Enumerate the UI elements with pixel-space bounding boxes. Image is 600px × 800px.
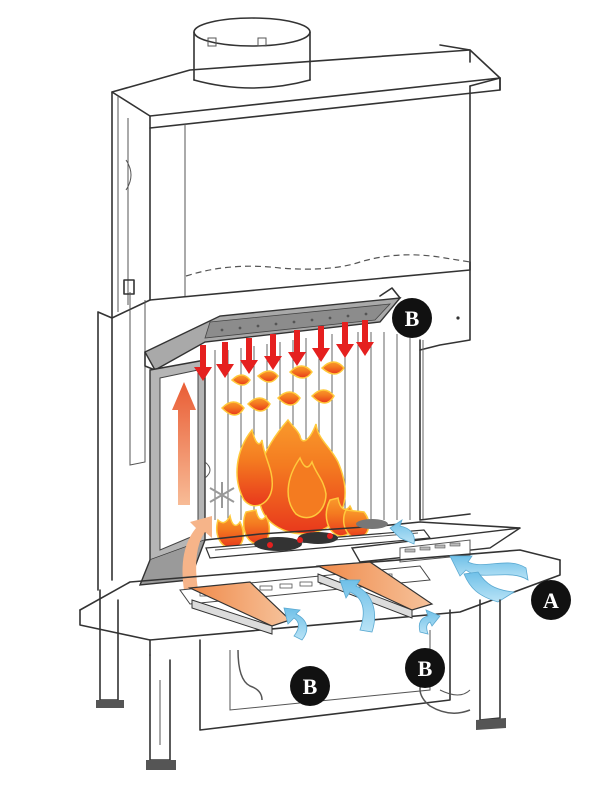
warm-air-rising-arrow	[172, 382, 196, 505]
left-frame	[97, 91, 151, 591]
flames	[216, 361, 370, 549]
label-b-bottom-right: B	[405, 648, 445, 688]
label-a-text: A	[543, 588, 559, 613]
label-b-top: B	[392, 298, 432, 338]
hearth	[350, 339, 521, 563]
label-b-bottom-left-text: B	[303, 674, 318, 699]
snowflake-icon	[209, 482, 235, 508]
cold-air-duct-right-arrow	[418, 609, 441, 635]
label-a: A	[531, 580, 571, 620]
grate	[204, 519, 432, 559]
cold-air-duct-left-arrow	[283, 607, 308, 641]
stand-and-legs	[96, 589, 506, 770]
air-duct-left	[187, 581, 292, 635]
flue-collar	[193, 17, 311, 89]
hot-air-down-arrows	[194, 320, 374, 381]
cold-air-arrows	[283, 519, 529, 641]
right-frame	[419, 77, 501, 351]
cold-air-right-grate-arrow	[389, 519, 415, 545]
cold-air-inlet-arrow-a	[449, 555, 529, 581]
label-b-bottom-right-text: B	[418, 656, 433, 681]
hood-body	[149, 85, 471, 320]
label-b-top-text: B	[405, 306, 420, 331]
cold-air-center-arrow	[339, 579, 375, 633]
warm-air-duct-arrow	[182, 516, 212, 590]
label-b-bottom-left: B	[290, 666, 330, 706]
top-cover	[111, 44, 501, 129]
